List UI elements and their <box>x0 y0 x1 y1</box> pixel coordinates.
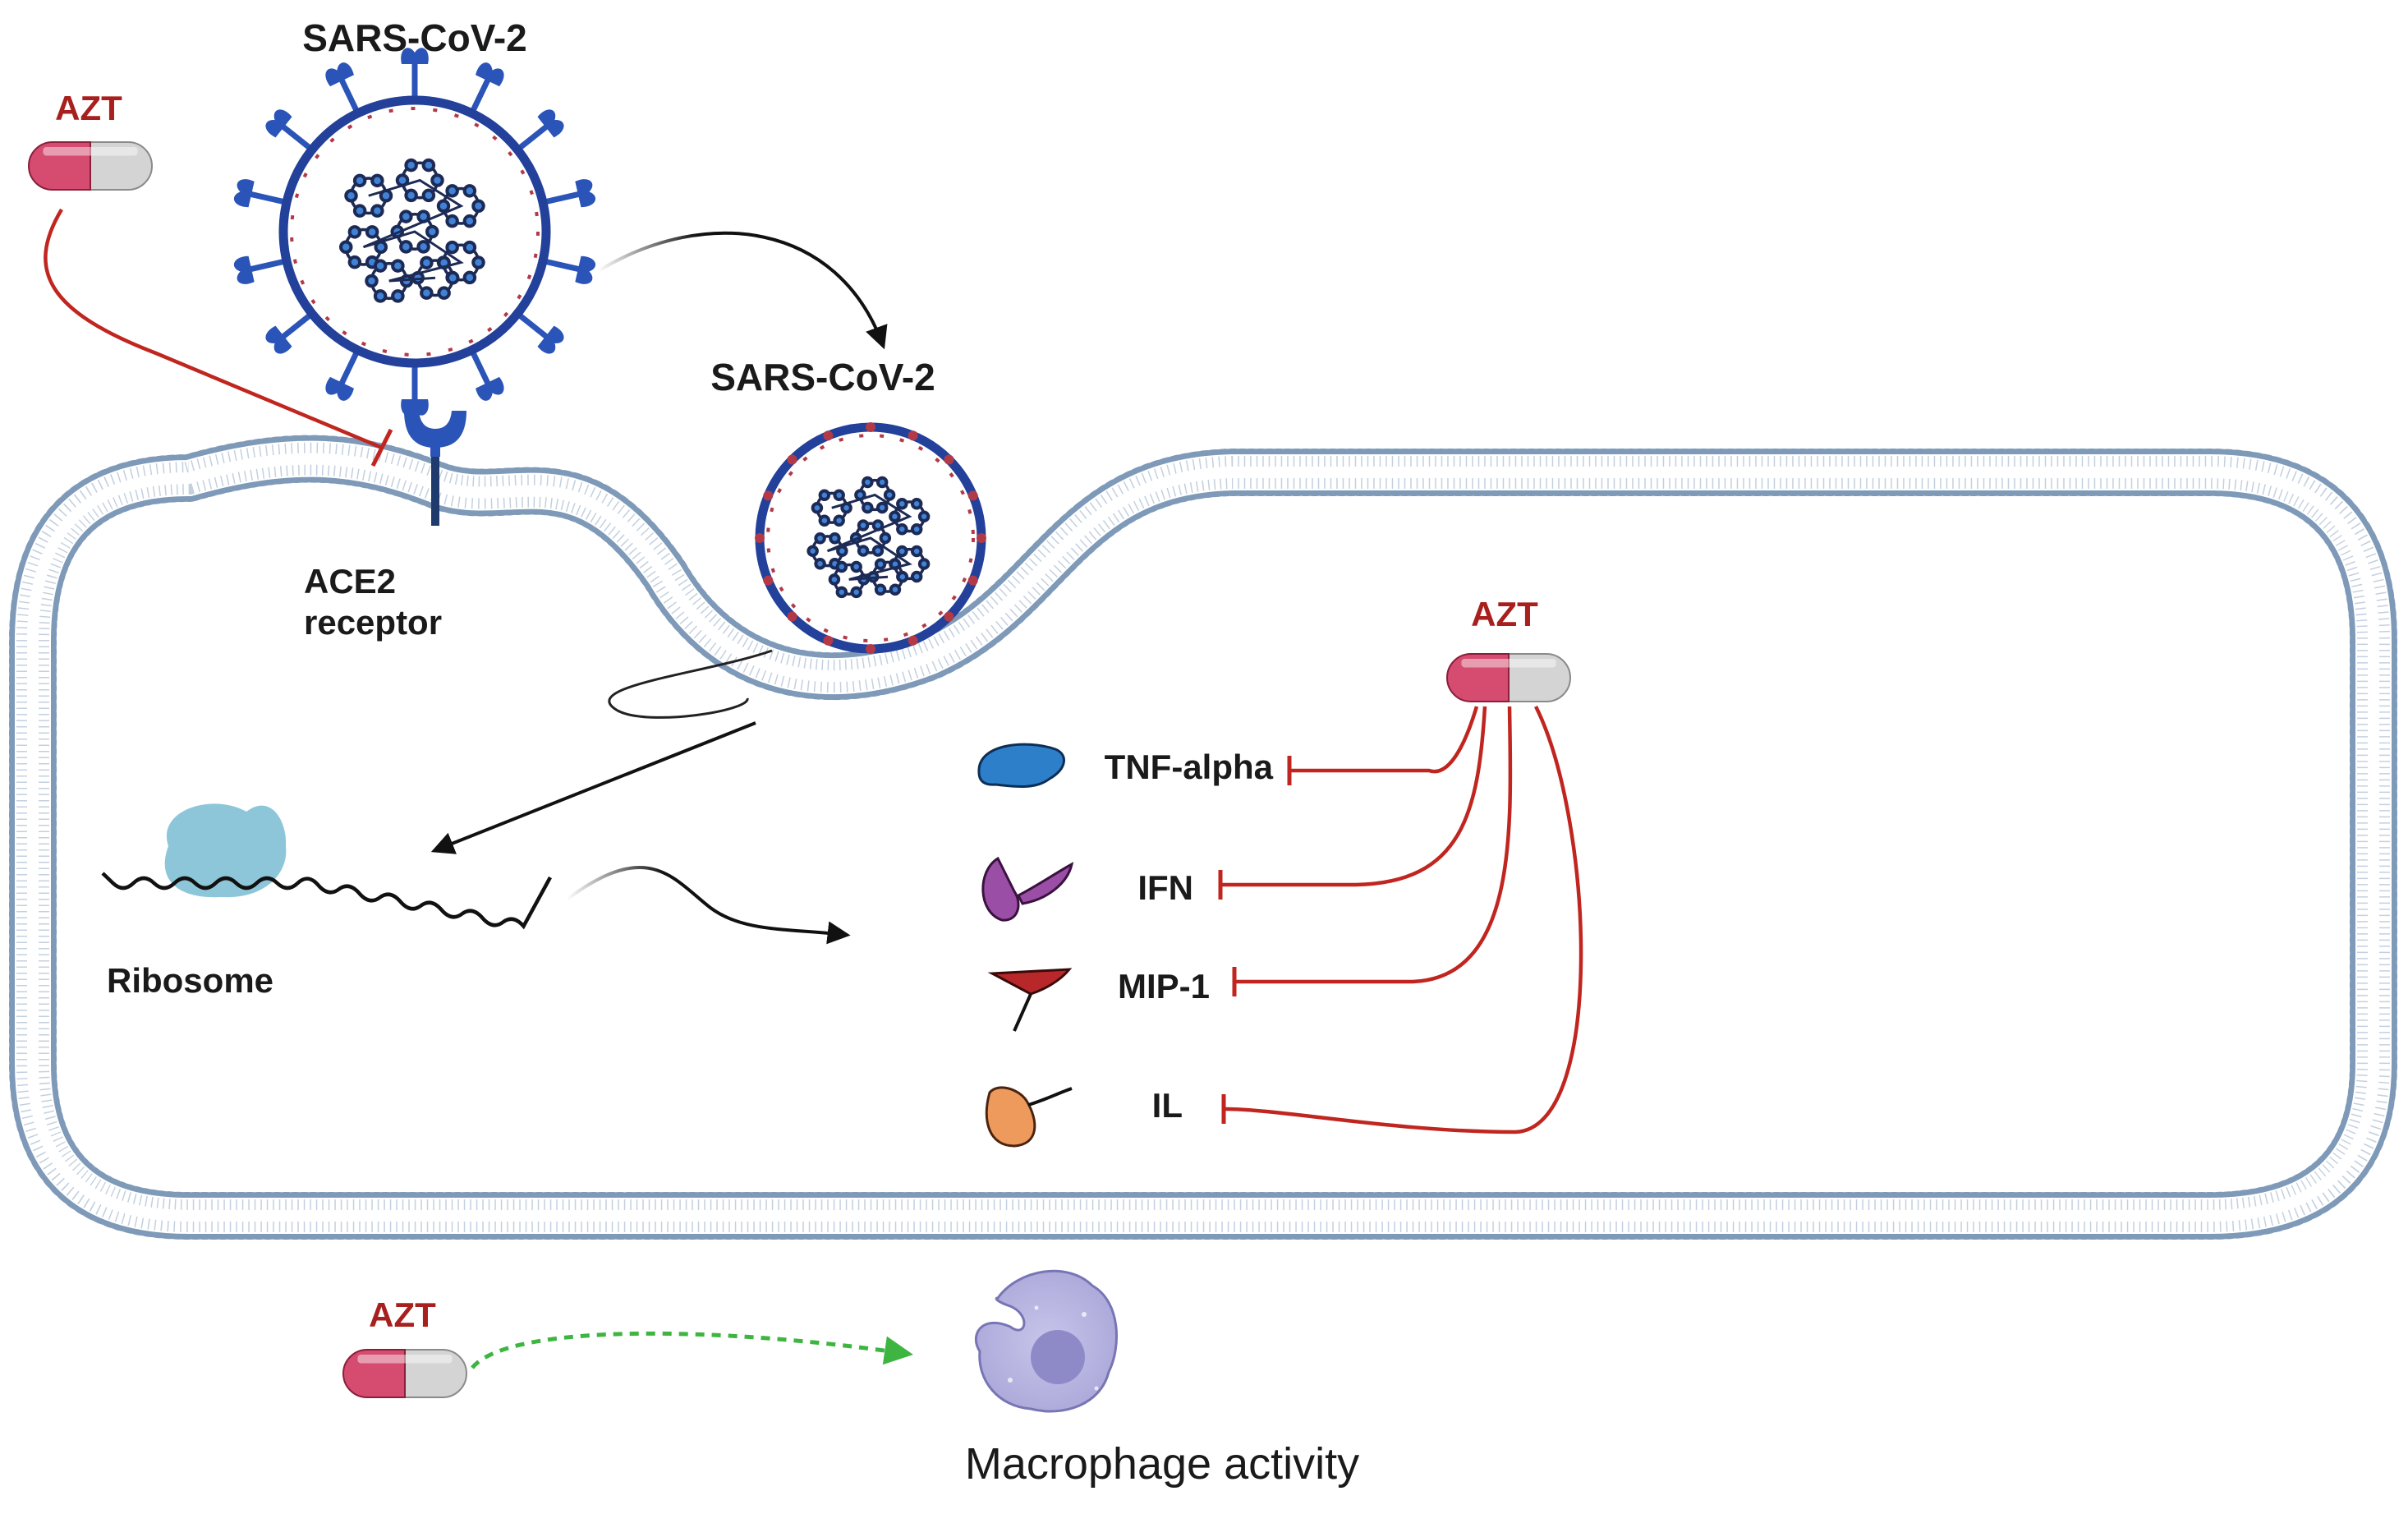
drug-label-right: AZT <box>1471 595 1538 633</box>
activation-arrow <box>471 1331 913 1369</box>
inhibition-line-il <box>1225 705 1583 1134</box>
cytokine-label-tnf: TNF-alpha <box>1105 748 1274 786</box>
receptor-label-line2: receptor <box>304 603 442 642</box>
cytokine-label-mip: MIP-1 <box>1118 967 1210 1005</box>
cytokine-mip-icon <box>987 968 1073 1032</box>
sars-cov-2-entering-icon <box>755 422 986 654</box>
sars-cov-2-virus-icon <box>233 48 596 416</box>
ribosome-icon <box>101 803 552 930</box>
ribosome-label: Ribosome <box>107 961 273 1000</box>
cytokine-label-il: IL <box>1152 1086 1183 1125</box>
inhibition-line-ace2 <box>44 208 383 450</box>
azt-capsule-icon <box>28 141 153 191</box>
ace2-receptor-icon <box>404 411 466 526</box>
inhibition-line-ifn <box>1222 706 1487 887</box>
entry-arrow <box>596 231 888 350</box>
cytokine-ifn-icon <box>981 856 1074 922</box>
rna-to-ribosome-arrow <box>430 721 756 854</box>
inhibition-bar-ace2 <box>370 428 393 467</box>
macrophage-label: Macrophage activity <box>965 1439 1359 1489</box>
receptor-label-line1: ACE2 <box>304 562 396 601</box>
macrophage-icon <box>974 1269 1118 1413</box>
cytokine-il-icon <box>985 1086 1073 1148</box>
inhibition-line-mip <box>1236 706 1513 984</box>
drug-label-topleft: AZT <box>55 89 122 127</box>
azt-capsule-icon <box>342 1349 467 1398</box>
inhibition-line-tnf <box>1291 706 1479 774</box>
translation-arrow <box>565 865 851 945</box>
azt-capsule-icon <box>1446 653 1571 702</box>
drug-label-bottom: AZT <box>369 1295 436 1334</box>
virus-label-entering: SARS-CoV-2 <box>710 356 935 398</box>
released-rna-strand <box>608 649 773 719</box>
cytokine-tnf-icon <box>977 743 1065 789</box>
cell-membrane <box>8 435 2397 1240</box>
virus-label-top: SARS-CoV-2 <box>302 16 526 59</box>
cytokine-label-ifn: IFN <box>1137 868 1193 907</box>
